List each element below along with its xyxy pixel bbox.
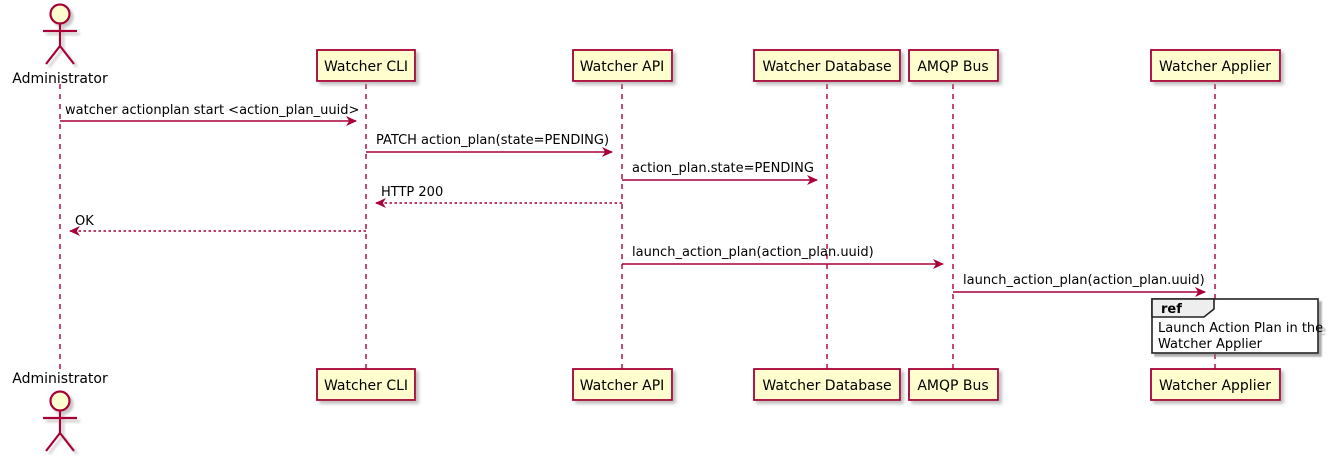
participant-rect-watcher-cli-bottom [316,368,416,401]
participant-rect-watcher-applier-bottom [1150,368,1281,401]
participant-label-watcher-api-top: Watcher API [580,59,665,75]
actor-administrator-bottom[interactable]: Administrator [12,371,108,452]
message-3-action-plan-state-pending[interactable]: action_plan.state=PENDING [622,161,818,185]
ref-fragment-tab [1151,298,1215,318]
message-1-watcher-actionplan-start[interactable]: watcher actionplan start <action_plan_uu… [60,103,359,126]
participant-label-watcher-database-top: Watcher Database [762,59,891,75]
participant-rect-watcher-cli-top [316,49,416,82]
actor-figure-bottom [43,390,77,452]
participant-box-watcher-api-bottom[interactable]: Watcher API [572,368,673,401]
participant-box-watcher-applier-top[interactable]: Watcher Applier [1150,49,1281,82]
participant-rect-watcher-applier-top [1150,49,1281,82]
message-label-2: PATCH action_plan(state=PENDING) [376,133,609,148]
participant-box-watcher-api-top[interactable]: Watcher API [572,49,673,82]
participant-label-watcher-applier-bottom: Watcher Applier [1159,378,1271,394]
message-5-ok-return[interactable]: OK [69,214,366,236]
actor-figure-top [43,3,77,65]
message-6-launch-action-plan-amqp[interactable]: launch_action_plan(action_plan.uuid) [622,245,944,269]
message-label-4: HTTP 200 [381,185,443,200]
participant-label-amqp-bus-bottom: AMQP Bus [917,378,988,394]
participant-box-watcher-database-bottom[interactable]: Watcher Database [753,368,901,401]
participant-label-watcher-cli-top: Watcher CLI [324,59,408,75]
ref-fragment-line-1: Launch Action Plan in the [1158,321,1323,336]
actor-label-administrator-bottom: Administrator [12,371,108,387]
participant-rect-watcher-database-top [753,49,901,82]
ref-fragment[interactable]: ref Launch Action Plan in the Watcher Ap… [1151,298,1323,354]
message-label-1: watcher actionplan start <action_plan_uu… [65,103,359,118]
participant-box-amqp-bus-bottom[interactable]: AMQP Bus [908,368,999,401]
message-label-7: launch_action_plan(action_plan.uuid) [963,273,1205,288]
participant-label-watcher-cli-bottom: Watcher CLI [324,378,408,394]
participant-box-watcher-cli-top[interactable]: Watcher CLI [316,49,416,82]
participant-label-watcher-applier-top: Watcher Applier [1159,59,1271,75]
participant-box-watcher-database-top[interactable]: Watcher Database [753,49,901,82]
participant-rect-amqp-bus-top [908,49,999,82]
actor-label-administrator-top: Administrator [12,71,108,87]
participant-box-watcher-applier-bottom[interactable]: Watcher Applier [1150,368,1281,401]
participant-rect-watcher-api-bottom [572,368,673,401]
message-7-launch-action-plan-applier[interactable]: launch_action_plan(action_plan.uuid) [953,273,1206,297]
actor-administrator-top[interactable]: Administrator [12,3,108,88]
participant-label-amqp-bus-top: AMQP Bus [917,59,988,75]
message-label-3: action_plan.state=PENDING [632,161,814,176]
participant-label-watcher-api-bottom: Watcher API [580,378,665,394]
ref-fragment-tab-label: ref [1161,302,1182,317]
participant-box-amqp-bus-top[interactable]: AMQP Bus [908,49,999,82]
message-4-http-200-return[interactable]: HTTP 200 [375,185,622,208]
participant-rect-amqp-bus-bottom [908,368,999,401]
participant-box-watcher-cli-bottom[interactable]: Watcher CLI [316,368,416,401]
message-label-6: launch_action_plan(action_plan.uuid) [632,245,874,260]
participant-rect-watcher-database-bottom [753,368,901,401]
participant-rect-watcher-api-top [572,49,673,82]
lifelines-group [59,84,1216,372]
message-label-5: OK [75,214,94,229]
message-2-patch-action-plan[interactable]: PATCH action_plan(state=PENDING) [366,133,613,157]
participant-label-watcher-database-bottom: Watcher Database [762,378,891,394]
ref-fragment-line-2: Watcher Applier [1158,337,1263,352]
